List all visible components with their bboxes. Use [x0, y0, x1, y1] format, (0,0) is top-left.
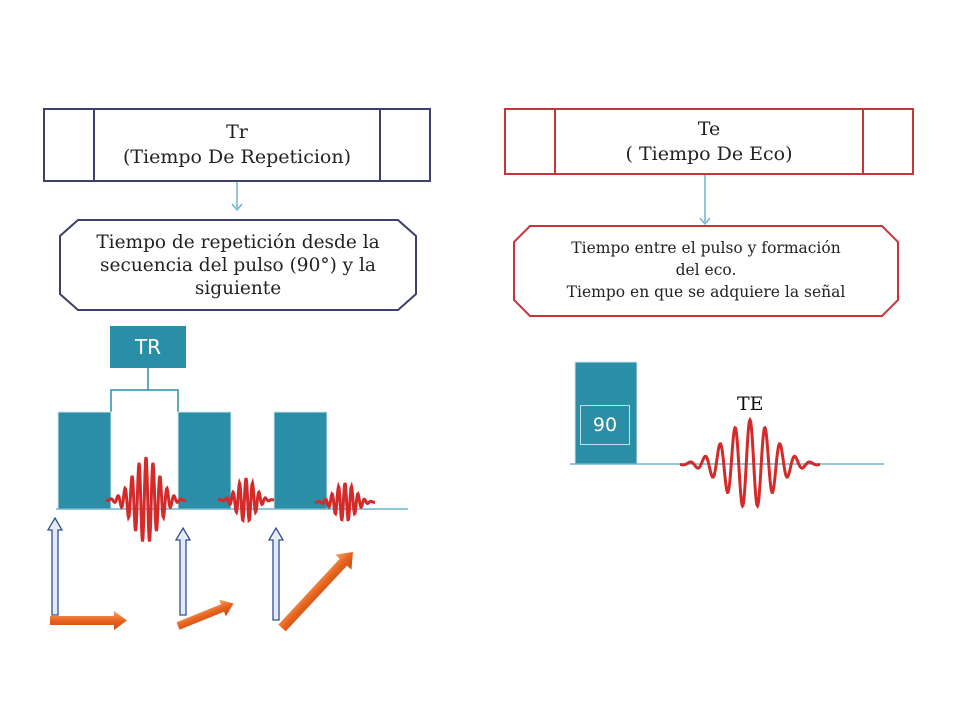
te-description-line: Tiempo en que se adquiere la señal	[566, 283, 846, 301]
blue-arrow-1	[46, 516, 64, 616]
pulse-block-3	[273, 411, 328, 510]
echo-wave-3	[315, 481, 375, 522]
echo-wave-1	[105, 456, 187, 542]
blue-arrow-3	[267, 526, 285, 621]
te-description: Tiempo entre el pulso y formación del ec…	[514, 226, 898, 314]
tr-description-shape	[59, 219, 417, 311]
pulse-block-1	[57, 411, 112, 510]
tr-description-line: secuencia del pulso (90°) y la	[100, 254, 376, 276]
tr-label: TR	[110, 326, 186, 368]
blue-arrow-2	[174, 526, 192, 616]
tr-header-title: Tr	[226, 121, 248, 143]
tr-connector-arrowhead	[231, 203, 243, 212]
te-header-box: Te ( Tiempo De Eco)	[504, 108, 914, 175]
tr-header-right-cell	[379, 110, 429, 180]
tr-header-subtitle: (Tiempo De Repeticion)	[122, 146, 352, 168]
orange-arrow-1	[50, 611, 127, 630]
echo-wave-2	[217, 477, 275, 524]
orange-arrow-3	[278, 551, 353, 632]
echo-wave-te	[679, 416, 821, 509]
orange-arrow-2	[176, 599, 234, 630]
te-header-text: Te ( Tiempo De Eco)	[556, 110, 862, 173]
tr-description: Tiempo de repetición desde la secuencia …	[58, 220, 418, 310]
tr-header-left-cell	[45, 110, 95, 180]
te-label: TE	[737, 393, 764, 415]
tr-description-line: Tiempo de repetición desde la	[96, 231, 380, 253]
te-header-right-cell	[862, 110, 912, 173]
pulse-90-label: 90	[580, 405, 630, 445]
te-connector-arrowhead	[699, 217, 711, 226]
te-header-left-cell	[506, 110, 556, 173]
te-description-shape	[513, 225, 899, 317]
tr-description-line: siguiente	[194, 277, 282, 299]
tr-header-text: Tr (Tiempo De Repeticion)	[95, 110, 379, 180]
te-header-subtitle: ( Tiempo De Eco)	[625, 142, 793, 165]
pulse-block-2	[177, 411, 232, 510]
te-description-line: del eco.	[675, 261, 737, 279]
tr-header-box: Tr (Tiempo De Repeticion)	[43, 108, 431, 182]
te-header-title: Te	[697, 117, 721, 140]
te-description-line: Tiempo entre el pulso y formación	[571, 239, 841, 257]
tr-bracket	[110, 389, 179, 412]
